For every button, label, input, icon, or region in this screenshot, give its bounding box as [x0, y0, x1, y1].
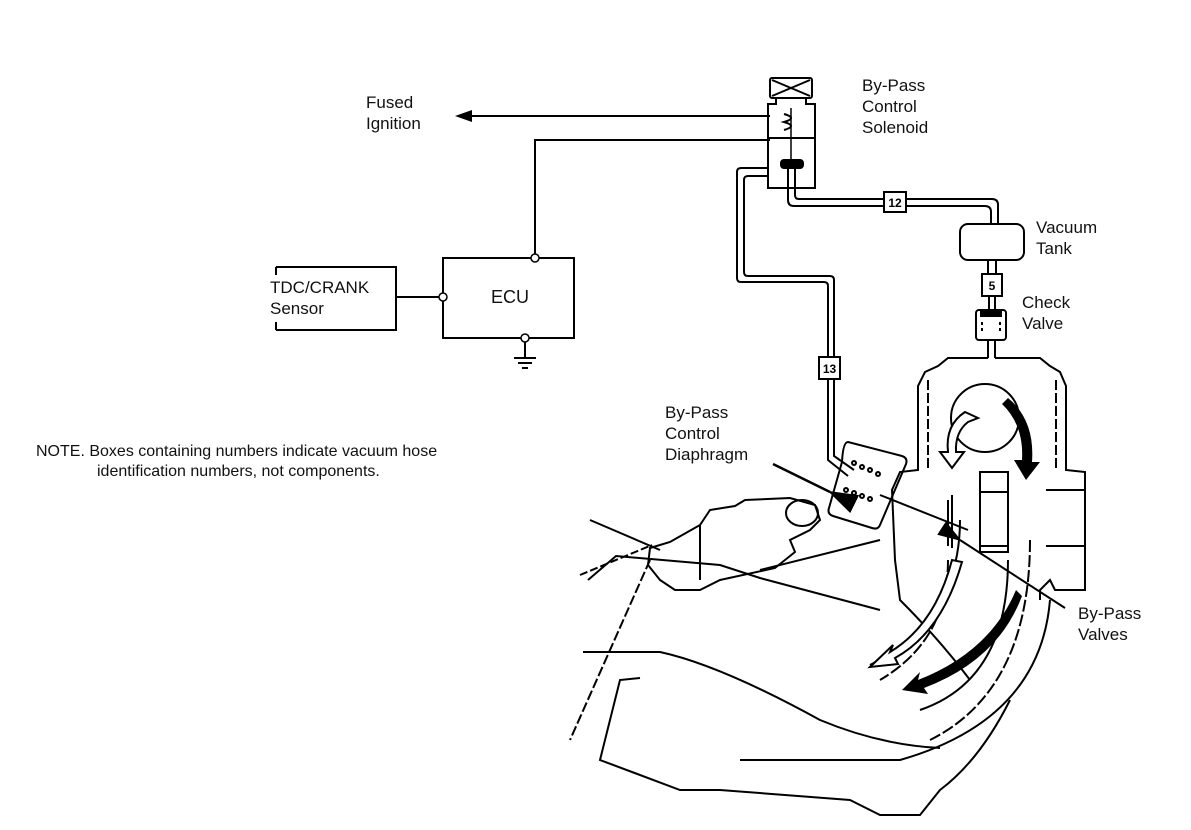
diaphragm-label-line-1: By-Pass — [665, 403, 729, 422]
ecu-label: ECU — [491, 287, 530, 307]
hose-5 — [987, 260, 997, 310]
vacuum-label-line: Vacuum — [1036, 218, 1098, 237]
hose-box-13: 13 — [818, 356, 841, 380]
tdc-crank-sensor-box — [275, 266, 397, 331]
check-valve-label: Check Valve — [1022, 292, 1070, 334]
diaphragm-pointer-arrow — [772, 462, 860, 514]
hose-box-12: 12 — [883, 191, 907, 213]
hose-id-5: 5 — [989, 279, 996, 293]
valves-label-line-2: Valves — [1078, 625, 1128, 644]
tdc-crank-sensor-label: TDC/CRANK Sensor — [270, 277, 369, 319]
check-valve — [975, 309, 1007, 358]
fuel-injector — [646, 496, 822, 591]
airflow-arrow-open — [867, 410, 981, 669]
hose-note: NOTE. Boxes containing numbers indicate … — [36, 442, 437, 482]
bypass-diaphragm-label: By-Pass Control Diaphragm — [665, 402, 748, 465]
note-line-2: identification numbers, not components. — [97, 463, 380, 480]
diaphragm-label-line-3: Diaphragm — [665, 445, 749, 464]
valves-pointer-arrow — [937, 521, 1066, 609]
hose-id-13: 13 — [823, 362, 837, 376]
hose-13 — [736, 167, 855, 477]
check-label-line: Check — [1022, 293, 1071, 312]
tank-label-line: Tank — [1036, 239, 1072, 258]
ecu-to-solenoid-wire — [534, 139, 770, 256]
ground-icon — [514, 342, 536, 369]
sensor-label-line: Sensor — [270, 299, 324, 318]
hose-box-5: 5 — [981, 273, 1003, 297]
vacuum-tank-label: Vacuum Tank — [1036, 217, 1097, 259]
tdc-crank-label-line: TDC/CRANK — [270, 278, 370, 297]
solenoid-label-line-3: Solenoid — [862, 118, 929, 137]
ignition-label-line: Ignition — [366, 114, 421, 133]
bypass-solenoid — [767, 77, 816, 189]
bypass-solenoid-label: By-Pass Control Solenoid — [862, 75, 928, 138]
fused-label-line: Fused — [366, 93, 414, 112]
airflow-arrow-solid — [902, 398, 1040, 694]
valves-label-line-1: By-Pass — [1078, 604, 1142, 623]
solenoid-label-line-2: Control — [862, 97, 917, 116]
diaphragm-label-line-2: Control — [665, 424, 720, 443]
hose-id-12: 12 — [888, 196, 902, 210]
bypass-valve-plate — [947, 495, 953, 548]
valve-label-line: Valve — [1022, 314, 1064, 333]
solenoid-label-line-1: By-Pass — [862, 76, 926, 95]
fused-ignition-wire — [455, 110, 770, 122]
note-prefix: NOTE. — [36, 443, 85, 460]
bypass-valves-label: By-Pass Valves — [1078, 603, 1141, 645]
fused-ignition-label: Fused Ignition — [366, 92, 421, 134]
vacuum-tank — [959, 223, 1025, 261]
note-line-1: Boxes containing numbers indicate vacuum… — [89, 443, 438, 460]
